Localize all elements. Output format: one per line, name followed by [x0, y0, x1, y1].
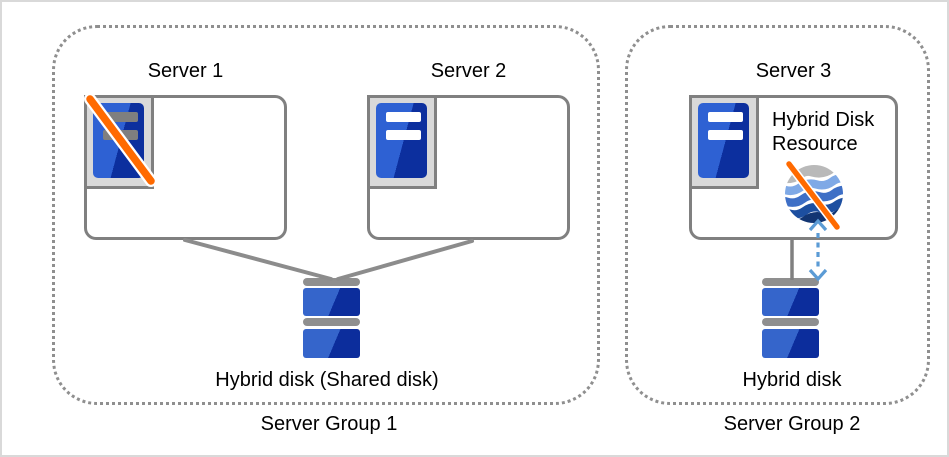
server-led-bar	[386, 112, 421, 122]
server-2-node	[367, 95, 570, 240]
server-led-bar	[386, 130, 421, 140]
hybrid-disk-icon	[762, 278, 819, 358]
disk-divider	[762, 318, 819, 326]
server-1-label: Server 1	[147, 60, 224, 82]
disk-divider	[303, 318, 360, 326]
mirror-globe-svg	[780, 160, 848, 228]
server-1-node	[84, 95, 287, 240]
shared-disk-label: Hybrid disk (Shared disk)	[215, 369, 439, 391]
server-tower-icon	[698, 103, 749, 178]
server-group-1-label: Server Group 1	[260, 413, 398, 435]
server-led-bar	[103, 130, 138, 140]
server-3-label: Server 3	[755, 60, 832, 82]
server-3-icon-frame	[689, 95, 759, 189]
disk-platter	[762, 329, 819, 358]
server-tower-icon	[376, 103, 427, 178]
server-1-icon-frame	[84, 95, 154, 189]
server-group-2-frame	[625, 25, 930, 405]
disk-platter	[762, 288, 819, 316]
server-led-bar	[708, 130, 743, 140]
mirror-globe-icon	[780, 160, 848, 228]
disk-platter	[303, 288, 360, 316]
server-2-label: Server 2	[430, 60, 507, 82]
server-led-bar	[708, 112, 743, 122]
hybrid-disk-label: Hybrid disk	[742, 369, 842, 391]
server-2-icon-frame	[367, 95, 437, 189]
disk-cap	[762, 278, 819, 286]
hybrid-disk-resource-label: Hybrid Disk Resource	[772, 109, 875, 155]
shared-disk-icon	[303, 278, 360, 358]
disk-cap	[303, 278, 360, 286]
disk-platter	[303, 329, 360, 358]
server-tower-icon	[93, 103, 144, 178]
server-led-bar	[103, 112, 138, 122]
server-group-2-label: Server Group 2	[723, 413, 861, 435]
server-group-1-frame	[52, 25, 600, 405]
